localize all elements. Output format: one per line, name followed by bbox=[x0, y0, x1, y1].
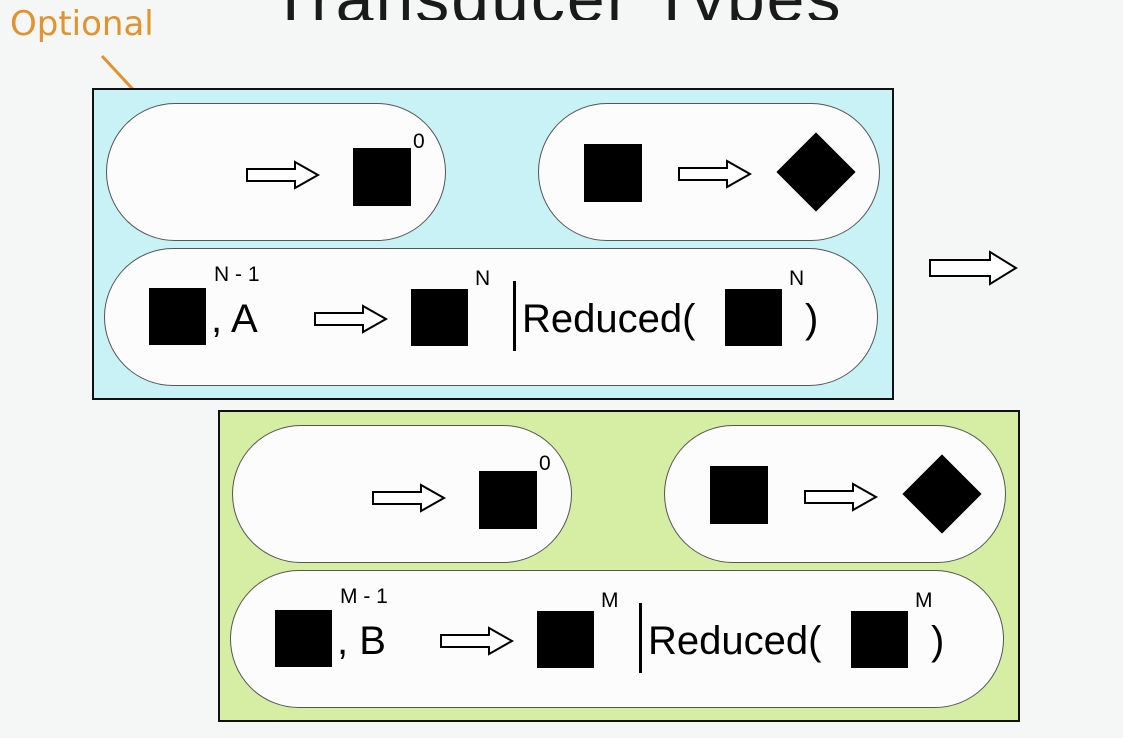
output-diamond-icon bbox=[902, 454, 982, 534]
input-square-icon bbox=[710, 466, 768, 524]
separator-bar bbox=[639, 603, 642, 673]
transducer-panel-b: 0 M - 1 , B M Reduced( M ) bbox=[218, 410, 1020, 722]
hollow-arrow-icon bbox=[678, 159, 753, 189]
hollow-arrow-icon bbox=[440, 626, 515, 656]
step-result-square-icon bbox=[537, 611, 594, 668]
init-superscript: 0 bbox=[413, 130, 425, 153]
reduced-label: Reduced( bbox=[522, 297, 696, 341]
step-pill: N - 1 , A N Reduced( N ) bbox=[104, 248, 878, 386]
output-diamond-icon bbox=[776, 132, 856, 212]
init-superscript: 0 bbox=[539, 452, 551, 475]
transform-pill bbox=[538, 103, 880, 241]
accumulator-square-icon bbox=[275, 610, 332, 667]
result-square-icon bbox=[353, 148, 411, 206]
reduced-superscript: M bbox=[915, 589, 933, 612]
reduced-close-paren: ) bbox=[805, 297, 819, 341]
result-square-icon bbox=[479, 471, 537, 529]
transition-arrow-icon bbox=[929, 250, 1018, 286]
input-square-icon bbox=[584, 144, 642, 202]
accumulator-square-icon bbox=[149, 288, 206, 345]
slide-title: Transducer Types bbox=[270, 0, 970, 20]
optional-label: Optional bbox=[10, 4, 154, 44]
step-input-label: , A bbox=[211, 297, 258, 341]
transform-pill bbox=[664, 425, 1006, 563]
step-prev-superscript: N - 1 bbox=[214, 263, 260, 286]
step-result-superscript: M bbox=[601, 589, 619, 612]
step-result-square-icon bbox=[411, 289, 468, 346]
reduced-label: Reduced( bbox=[648, 619, 822, 663]
hollow-arrow-icon bbox=[246, 160, 321, 190]
reduced-close-paren: ) bbox=[931, 619, 945, 663]
reduced-square-icon bbox=[725, 289, 782, 346]
step-prev-superscript: M - 1 bbox=[340, 585, 388, 608]
hollow-arrow-icon bbox=[804, 482, 879, 512]
reduced-superscript: N bbox=[789, 267, 805, 290]
hollow-arrow-icon bbox=[372, 483, 447, 513]
separator-bar bbox=[513, 281, 516, 351]
reduced-square-icon bbox=[851, 611, 908, 668]
init-pill: 0 bbox=[232, 425, 572, 563]
step-result-superscript: N bbox=[475, 267, 491, 290]
transducer-panel-a: 0 N - 1 , A N Reduced( N ) bbox=[92, 88, 894, 400]
hollow-arrow-icon bbox=[314, 304, 389, 334]
step-pill: M - 1 , B M Reduced( M ) bbox=[230, 570, 1004, 708]
init-pill: 0 bbox=[106, 103, 446, 241]
step-input-label: , B bbox=[337, 619, 386, 663]
